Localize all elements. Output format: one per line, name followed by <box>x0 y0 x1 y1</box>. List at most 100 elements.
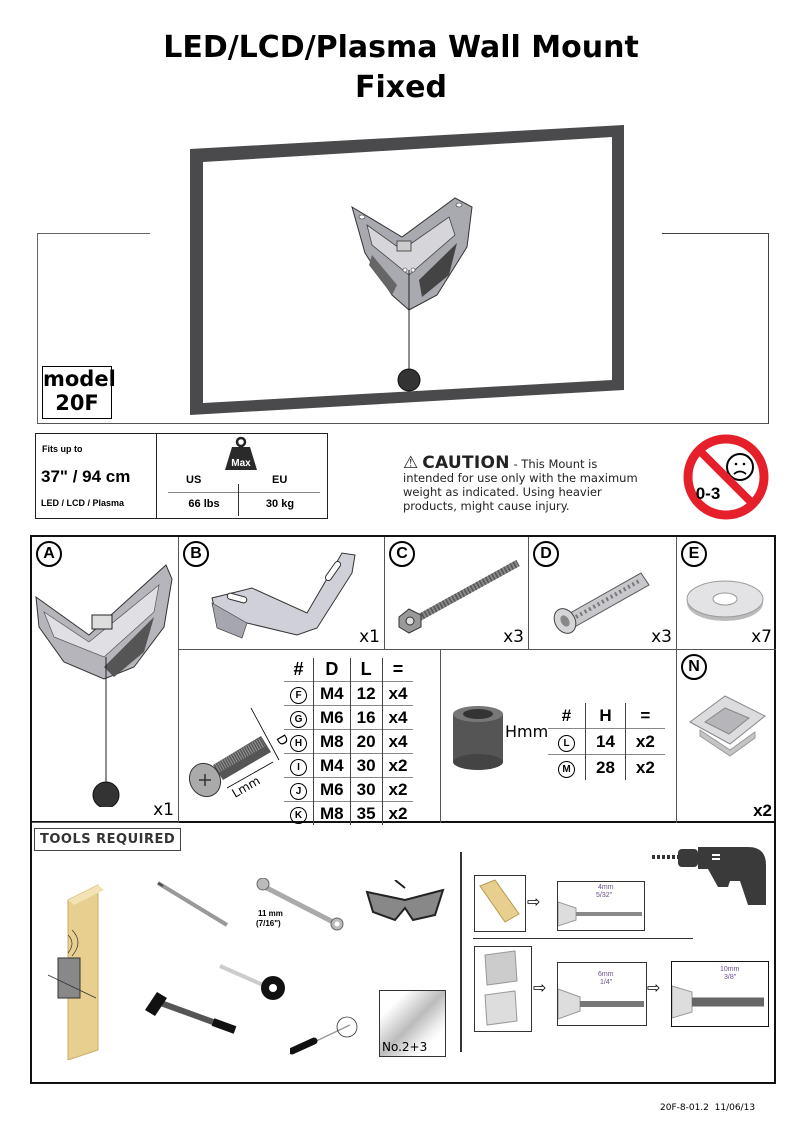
weight-max-label: Max <box>231 458 251 469</box>
tools-required-label: TOOLS REQUIRED <box>34 828 182 851</box>
spacer-height-label: Hmm <box>505 722 549 741</box>
table-row: F M4 12 x4 <box>284 681 414 706</box>
arrow-right-icon: ⇨ <box>533 978 547 997</box>
part-qty: x2 <box>753 801 772 820</box>
page-title: LED/LCD/Plasma Wall Mount <box>163 30 639 65</box>
spacer-icon <box>453 706 503 770</box>
bolt-table: # D L = F M4 12 x4 G M6 16 x4 H M8 20 x4… <box>284 658 414 825</box>
arrow-right-icon: ⇨ <box>647 978 661 997</box>
screen-types: LED / LCD / Plasma <box>41 498 125 508</box>
max-weight-eu: 30 kg <box>265 498 295 510</box>
drill-size-metric: 4mm <box>598 884 614 891</box>
age-label: 0-3 <box>696 484 721 503</box>
spacer-table: # H = L 14 x2 M 28 x2 <box>548 703 665 780</box>
drill-size-imperial: 3/8" <box>724 974 737 981</box>
tv-with-mount-illustration <box>190 125 624 415</box>
wall-plate-a-icon <box>35 564 173 807</box>
tools-divider <box>460 852 462 1052</box>
part-letter: N <box>681 654 707 680</box>
hero-frame-top-left <box>37 233 150 234</box>
table-row: H M8 20 x4 <box>284 729 414 754</box>
drill-size-metric: 10mm <box>720 966 740 973</box>
hero-frame-left <box>37 233 38 423</box>
page-subtitle: Fixed <box>355 70 447 105</box>
size-panel: Fits up to 37" / 94 cm LED / LCD / Plasm… <box>36 434 157 518</box>
part-b-cell: B x1 <box>179 537 385 650</box>
bolt-id: H <box>290 735 307 752</box>
part-e-cell: E x7 <box>677 537 776 650</box>
drill-size-imperial: 1/4" <box>600 979 613 986</box>
pencil-icon <box>156 881 229 927</box>
bolt-length: 12 <box>349 681 383 706</box>
part-letter: A <box>36 541 62 567</box>
spacer-cell: Hmm <box>441 650 677 823</box>
doc-date: 11/06/13 <box>714 1103 756 1113</box>
spacer-qty: x2 <box>624 754 665 780</box>
concrete-block-icon <box>484 950 518 1026</box>
concrete-drill-bit-box: 10mm 3/8" <box>671 961 769 1027</box>
hammer-icon <box>145 992 237 1034</box>
table-row: G M6 16 x4 <box>284 705 414 730</box>
divider <box>238 484 239 516</box>
screen-size: 37" / 94 cm <box>41 467 131 486</box>
bolt-qty: x4 <box>381 681 414 706</box>
divider <box>168 492 320 493</box>
bolt-length: 20 <box>349 729 383 754</box>
bolt-diameter: M4 <box>313 753 351 778</box>
arrow-right-icon: ⇨ <box>527 892 541 911</box>
bolt-id: G <box>290 711 307 728</box>
bolt-length: 30 <box>349 753 383 778</box>
bolt-id: I <box>290 759 307 776</box>
wrench-size: 11 mm <box>258 909 283 918</box>
model-badge: model 20F <box>42 366 116 419</box>
table-row: L 14 x2 <box>548 728 665 755</box>
caution-text: - This Mount is intended for use only wi… <box>403 457 638 513</box>
spacer-height: 14 <box>585 728 626 755</box>
bolt-length: 16 <box>349 705 383 730</box>
warning-triangle-icon: ⚠ <box>403 453 419 473</box>
bolt-length: 35 <box>349 801 383 825</box>
part-a-cell: A x1 <box>32 537 179 823</box>
part-qty: x3 <box>651 627 672 647</box>
model-number: 20F <box>55 391 99 415</box>
bolt-id: F <box>290 687 307 704</box>
col-header: = <box>624 703 665 729</box>
bolt-diameter: M4 <box>313 681 351 706</box>
us-header: US <box>186 474 202 486</box>
part-qty: x7 <box>751 627 772 647</box>
wrench-icon <box>256 878 344 931</box>
part-letter: E <box>681 541 707 567</box>
bolt-qty: x2 <box>381 801 414 825</box>
parts-grid: A x1 B x1 C x3 D <box>30 535 776 823</box>
no-children-0-3-icon: 0-3 <box>683 434 769 520</box>
caution-heading: CAUTION <box>422 453 510 473</box>
screwdriver-size: No.2+3 <box>382 1040 428 1054</box>
bolt-diameter: M8 <box>313 729 351 754</box>
screwdriver-icon <box>290 1016 358 1055</box>
part-d-cell: D x3 <box>529 537 677 650</box>
doc-code: 20F-8-01.2 <box>660 1103 709 1113</box>
bolt-qty: x4 <box>381 705 414 730</box>
fits-label: Fits up to <box>42 444 83 454</box>
tools-section <box>30 822 776 1084</box>
drill-divider <box>473 938 693 939</box>
part-qty: x1 <box>359 627 380 647</box>
drill-bit-icon <box>558 988 644 1020</box>
bolt-diameter: M8 <box>313 801 351 825</box>
bolt-id: K <box>290 807 307 824</box>
table-row: K M8 35 x2 <box>284 801 414 825</box>
mount-bracket-icon <box>351 197 473 311</box>
safety-glasses-icon <box>365 880 445 922</box>
drill-size-metric: 6mm <box>598 971 614 978</box>
table-row: I M4 30 x2 <box>284 753 414 778</box>
model-label: model <box>43 367 116 391</box>
table-row: M 28 x2 <box>548 754 665 780</box>
wood-material-box <box>474 875 526 932</box>
screwdriver-tip-zoom: No.2+3 <box>379 990 446 1057</box>
col-header: H <box>585 703 626 729</box>
weight-icon: Max <box>225 436 257 470</box>
document-code: 20F-8-01.2 11/06/13 <box>660 1103 755 1113</box>
part-letter: C <box>389 541 415 567</box>
bolt-diameter: M6 <box>313 705 351 730</box>
part-qty: x1 <box>153 800 174 820</box>
